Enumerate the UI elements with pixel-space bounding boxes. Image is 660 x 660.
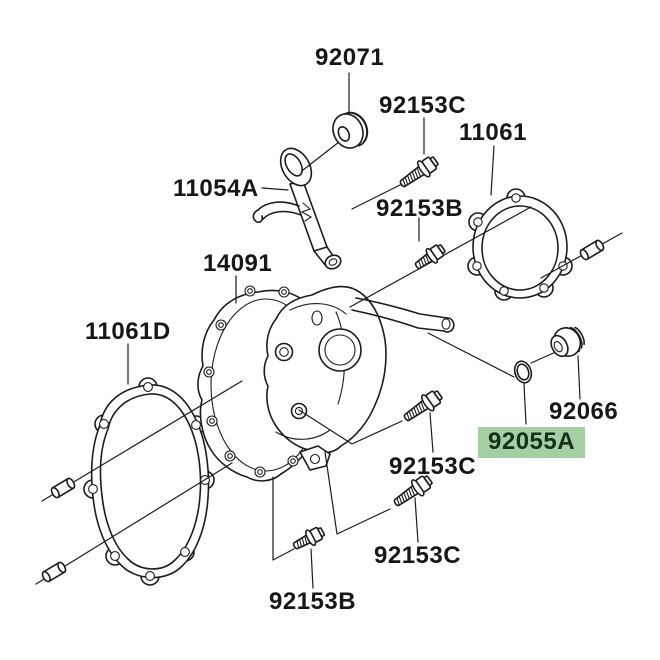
cover-14091-drawing <box>197 285 455 482</box>
part-label-92153b-bottom[interactable]: 92153B <box>269 588 357 615</box>
bolt-92153c-mid-drawing <box>399 386 446 427</box>
part-label-92153c-top[interactable]: 92153C <box>379 92 467 119</box>
bolt-92153b-bottom-drawing <box>289 523 328 555</box>
part-label-11054a[interactable]: 11054A <box>173 175 259 202</box>
part-label-14091[interactable]: 14091 <box>203 250 273 277</box>
part-label-11061d[interactable]: 11061D <box>85 318 171 345</box>
bolt-92153c-top-drawing <box>395 152 442 193</box>
dowel-pin-drawing <box>578 238 606 262</box>
bracket-11054a-drawing <box>252 147 342 270</box>
part-label-92055a-highlighted[interactable]: 92055A <box>478 427 586 458</box>
part-label-92153c-mid[interactable]: 92153C <box>389 453 477 480</box>
gasket-11061d-drawing <box>83 377 215 586</box>
gasket-11061-drawing <box>467 188 573 301</box>
part-label-92066[interactable]: 92066 <box>549 398 619 425</box>
part-label-92071[interactable]: 92071 <box>315 44 385 71</box>
part-label-92153c-lower[interactable]: 92153C <box>374 542 462 569</box>
oring-92055a-drawing <box>513 360 533 384</box>
leader-lines <box>127 72 581 589</box>
bolt-92153b-upper-drawing <box>410 240 449 275</box>
part-label-92153b-upper[interactable]: 92153B <box>376 195 464 222</box>
grommet-92071-drawing <box>332 111 369 149</box>
dowel-pin-drawing <box>40 560 68 584</box>
part-label-11061[interactable]: 11061 <box>459 119 527 146</box>
plug-92066-drawing <box>550 326 585 358</box>
dowel-pin-drawing <box>49 476 77 500</box>
